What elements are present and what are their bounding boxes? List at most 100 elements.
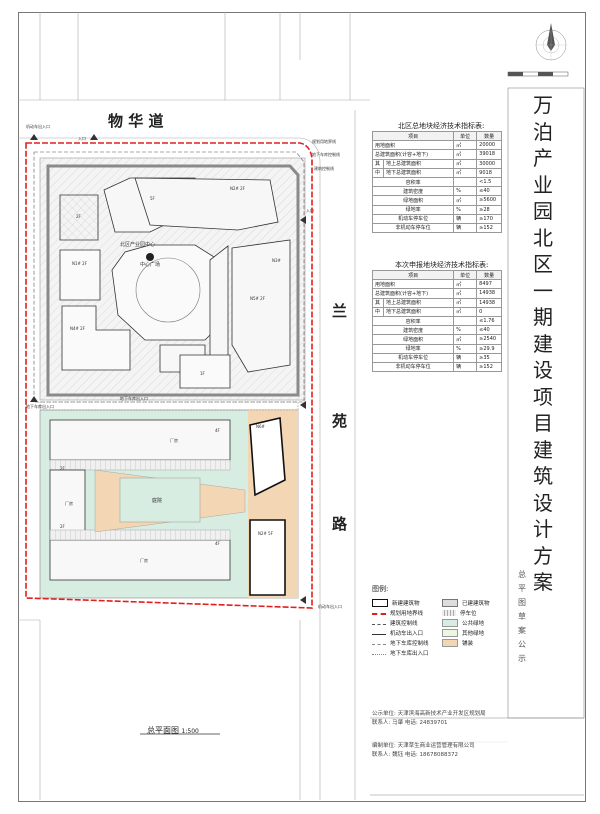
building-row-north — [49, 419, 231, 461]
title-char: 北 — [533, 225, 553, 250]
site-boundary — [25, 142, 313, 609]
table-cell: ≤40 — [476, 186, 502, 197]
table-cell: 容积率 — [371, 176, 455, 188]
legend-swatch — [442, 638, 458, 647]
table-cell: ≥5600 — [476, 195, 502, 206]
label-plaza: 北区产业园中心 — [120, 241, 155, 248]
road-east-label-2: 苑 — [332, 412, 348, 430]
road-east-label-3: 路 — [332, 515, 348, 533]
label-note1: 规划用地界线 — [312, 138, 336, 144]
table-cell: ≤1.76 — [476, 315, 502, 327]
control-line — [33, 151, 305, 403]
legend-item: 停车位 — [442, 608, 477, 617]
subtitle-char: 图 — [518, 598, 526, 607]
table1-header: 项目 单位 数量 — [371, 130, 502, 142]
table1-header-cell: 项目 — [371, 130, 455, 142]
legend-item: 其他绿地 — [442, 628, 484, 637]
label-center: 中心广场 — [140, 261, 160, 268]
label-entry-topleft: 机动车出入口 — [26, 123, 50, 129]
label-s6: 厂房 — [65, 500, 73, 506]
label-b9: N6# — [256, 424, 266, 429]
legend-swatch — [372, 623, 386, 625]
table-cell: 绿地面积 — [371, 195, 455, 206]
title-char: 建 — [533, 437, 553, 462]
table-cell: ≥152 — [476, 361, 502, 373]
table-cell: % — [453, 343, 478, 354]
garage-zone — [39, 401, 299, 411]
table-cell: % — [453, 325, 478, 336]
scale-label: 总平面图 1:500 — [147, 725, 199, 736]
legend-label: 其他绿地 — [462, 630, 485, 637]
subtitle-char: 案 — [518, 626, 526, 635]
title-char: 万 — [533, 93, 553, 117]
label-b4: N1# 2F — [72, 261, 88, 266]
road-east-label-1: 兰 — [332, 302, 348, 320]
label-note3: 建筑控制线 — [314, 165, 334, 171]
title-char: 园 — [533, 199, 553, 223]
title-char: 期 — [533, 305, 553, 329]
label-entry-right: 入口 — [306, 208, 314, 213]
legend-swatch — [372, 653, 386, 655]
label-s9: N2# 5F — [258, 531, 274, 536]
table-cell — [453, 315, 478, 327]
parking-row-2 — [49, 529, 231, 541]
table-cell: ㎡ — [453, 158, 478, 169]
label-garage-left: 地下车库出入口 — [26, 403, 54, 409]
project-subtitle: 总 平 图 草 案 公 示 — [512, 568, 532, 666]
new-building-1 — [249, 417, 286, 497]
table2-title: 本次申报地块经济技术指标表: — [395, 261, 489, 269]
table-cell: 14938 — [476, 288, 502, 299]
table-side-cell: 中 — [372, 306, 384, 317]
label-garage-mid: 地下车库出入口 — [120, 395, 148, 401]
label-b8: 1F — [200, 371, 206, 376]
label-note2: 地下车库控制线 — [312, 151, 340, 157]
info-line: 联系人: 魏钰 电话: 18678088372 — [372, 752, 458, 758]
table-side-cell: 其 — [372, 297, 384, 308]
legend-label: 公共绿地 — [462, 620, 485, 627]
building-west-left — [49, 469, 86, 541]
legend-label: 机动车出入口 — [390, 630, 424, 637]
table-cell: 用地面积 — [371, 140, 455, 151]
table-row: 绿地率%≥29.9 — [371, 343, 502, 354]
legend-label: 停车位 — [460, 610, 477, 617]
table-cell: ≤40 — [476, 325, 502, 336]
road-north-label: 物 华 道 — [108, 112, 164, 130]
legend-item: 已建建筑物 — [442, 598, 490, 607]
table-cell: 绿地率 — [371, 204, 455, 215]
table-cell: ≥29.9 — [476, 343, 502, 354]
title-char: 目 — [533, 411, 553, 435]
info-line: 编制单位: 天津草生商业运营管理有限公司 — [372, 743, 475, 749]
table-row: 容积率<1.5 — [371, 176, 502, 188]
title-char: 筑 — [533, 464, 553, 488]
label-s3: 2F — [60, 524, 66, 529]
table-cell: 用地面积 — [371, 279, 455, 290]
building-row-south — [49, 539, 231, 581]
project-title: 万 泊 产 业 园 北 区 一 期 建 设 项 目 建 筑 设 计 方 案 — [522, 92, 564, 596]
table-cell: ㎡ — [453, 297, 478, 308]
perimeter-road — [46, 164, 300, 397]
legend-swatch — [372, 643, 386, 645]
publication-info: 公示单位: 天津滨海高新技术产业开发区规划局 联系人: 马肇 电话: 24839… — [372, 710, 542, 760]
title-char: 建 — [533, 331, 553, 356]
table-cell: 机动车停车位 — [371, 213, 455, 224]
table1-header-cell: 单位 — [453, 130, 478, 142]
title-char: 设 — [533, 490, 553, 515]
table-row: 非机动车停车位辆≥152 — [371, 222, 502, 234]
label-b2: 5F — [150, 196, 156, 201]
table2-header-cell: 项目 — [371, 269, 455, 281]
table-cell: ≥152 — [476, 222, 502, 234]
title-char: 项 — [533, 384, 553, 409]
legend-title: 图例: — [372, 585, 389, 593]
table-cell: 建筑密度 — [371, 186, 455, 197]
legend-swatch — [372, 613, 386, 615]
table-cell: 辆 — [453, 222, 478, 234]
legend-item: 建筑控制线 — [372, 618, 418, 627]
label-garage-right: 机动车出入口 — [318, 603, 342, 609]
table-cell: % — [453, 186, 478, 197]
table-cell: 容积率 — [371, 315, 455, 327]
